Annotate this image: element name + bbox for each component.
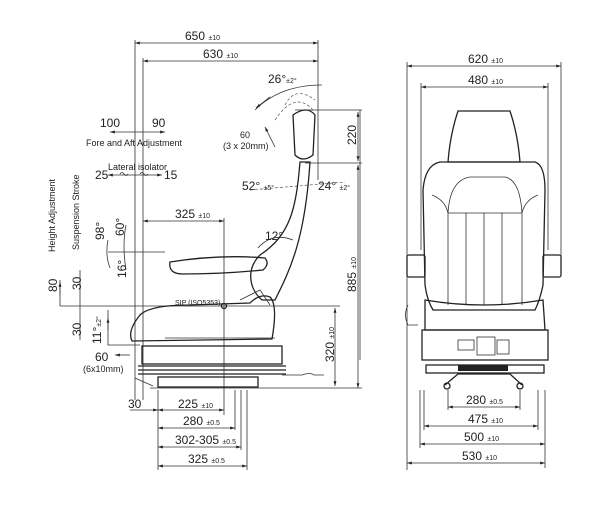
side-view: 650 ±10 630 ±10 26°±2° 220 100 90 Fore a… — [46, 29, 362, 470]
backrest-front — [422, 161, 546, 311]
front-dim-280: 280 ±0.5 — [466, 393, 503, 407]
dim-480: 480 ±10 — [468, 73, 503, 87]
dim-650: 650 ±10 — [185, 29, 220, 43]
sip-to-mount: 225 ±10 — [178, 397, 213, 411]
lateral-left: 25 — [95, 168, 109, 182]
mount-302: 302-305 ±0.5 — [175, 433, 236, 447]
cushion-extension-detail: (6x10mm) — [83, 364, 124, 374]
headrest-front — [447, 110, 521, 163]
sip-label: SIP (ISO5353) — [175, 300, 220, 307]
headrest-adjust-value: 60 — [240, 130, 250, 140]
backrest-side — [250, 161, 311, 301]
sip-height: 320 ±10 — [323, 327, 337, 362]
armrest-left-front — [406, 254, 426, 278]
fore-aft-label: Fore and Aft Adjustment — [86, 138, 183, 148]
armrest-side — [169, 256, 268, 275]
mount-280: 280 ±0.5 — [183, 414, 220, 428]
dim-530: 530 ±10 — [462, 449, 497, 463]
dim-500: 500 ±10 — [464, 430, 499, 444]
dim-620: 620 ±10 — [468, 52, 503, 66]
suspension-stroke-label: Suspension Stroke — [71, 174, 81, 250]
lateral-right: 15 — [164, 168, 178, 182]
cushion-extension-value: 60 — [95, 350, 109, 364]
suspension-front — [421, 329, 549, 361]
front-view: 620 ±10 480 ±10 280 ±0.5 475 ±10 500 ±10… — [405, 52, 562, 470]
lateral-isolator-label: Lateral isolator — [108, 162, 167, 172]
recline-rear: 24° ±2° — [318, 179, 350, 193]
cushion-tilt: 11°±2° — [90, 316, 104, 344]
stroke-down-30: 30 — [70, 322, 84, 336]
recline-forward: 52° ±5° — [242, 179, 274, 193]
height-adjust-80: 80 — [46, 278, 60, 292]
headrest-side — [292, 109, 316, 160]
sip-point — [220, 302, 228, 310]
height-adjustment-label: Height Adjustment — [47, 178, 57, 252]
armrest-angle-down: 16° — [115, 260, 129, 278]
dim-885: 885 ±10 — [345, 257, 359, 292]
mount-325: 325 ±0.5 — [188, 452, 225, 466]
control-panel — [476, 336, 496, 356]
fore-aft-front: 90 — [152, 116, 166, 130]
front-offset-30: 30 — [128, 397, 142, 411]
dim-475: 475 ±10 — [468, 412, 503, 426]
armrest-depth: 325 ±10 — [175, 207, 210, 221]
suspension-side — [141, 345, 283, 365]
headrest-adjust-detail: (3 x 20mm) — [223, 141, 269, 151]
armrest-angle-mid: 60° — [113, 218, 127, 236]
seat-cushion-front — [424, 299, 546, 331]
headrest-tilt: 26°±2° — [268, 72, 297, 86]
stroke-up-30: 30 — [70, 276, 84, 290]
seat-cushion-side — [129, 295, 276, 342]
armrest-angle-up: 98° — [93, 222, 107, 240]
fore-aft-rear: 100 — [100, 116, 120, 130]
back-angle: 12° — [265, 229, 283, 243]
dim-220: 220 — [345, 125, 359, 145]
dim-630: 630 ±10 — [203, 47, 238, 61]
armrest-right-front — [542, 254, 562, 278]
